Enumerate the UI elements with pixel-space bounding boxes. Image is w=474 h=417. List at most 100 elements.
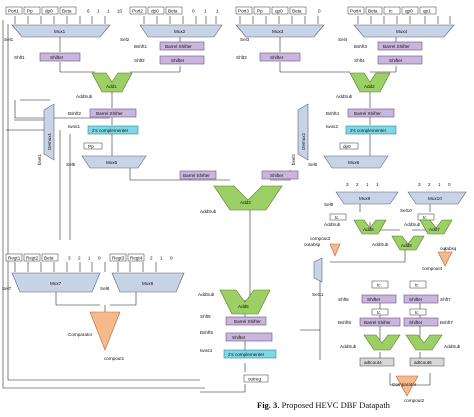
signal-shft5: Shft5 [200,314,211,319]
label-pp-mid: Pp [88,144,94,149]
select-11 [313,257,323,283]
label-qp0-4: qp0 [405,8,413,13]
add5-label: Add5 [238,304,249,309]
register-port3 [235,6,253,15]
register-qp0-4 [401,6,419,15]
register-regt4 [127,253,145,262]
label-adtcout4: adtcout4 [364,360,382,365]
mux-row-top: Mux1 Mux2 Mux3 Mux4 Sel1 Sel2 Sel3 Sel4 [4,24,455,42]
const-1h: 1 [88,256,91,261]
signal-bshft6: Bshft6 [338,320,351,325]
mux7 [11,272,101,293]
barrel-shifter-1 [159,41,205,51]
label-pp: Pp [27,8,33,13]
comparator-3 [329,243,341,257]
twos-complementer-1-label: 2's complementer [92,128,129,133]
adder-row-1: Add1 AddSub Add2 AddSub [76,72,391,99]
shifter-1 [39,52,81,62]
register-adtcout6 [409,357,445,367]
const-3a: 3 [346,182,349,187]
barrel-shifter-3-label: Barrel Shifter [96,111,123,116]
label-port1: Port1 [8,8,19,13]
caption-prefix: Fig. 3 [257,400,277,410]
mux3 [235,24,325,38]
shifter-8-label: Shifter [409,297,423,302]
const-0c: 0 [448,182,451,187]
shifter-7 [361,294,397,304]
register-row-top-2: Port3 Pp qp0 Beta 0 Port4 Beta tc qp0 qp… [235,6,437,15]
twos-complementer-2 [345,125,397,135]
register-tc-f [409,308,427,316]
label-beta-4: Beta [368,8,378,13]
const-3c: 3 [68,256,71,261]
mux9 [335,191,399,205]
label-dp0-2: dp0 [151,8,159,13]
const-1a: 1 [97,8,100,13]
register-beta-4 [365,6,383,15]
adder-add3 [213,185,283,211]
signal-sel2: Sel2 [120,37,130,42]
signal-sel3: Sel3 [240,37,250,42]
mux2 [139,24,223,38]
shifter-9 [403,317,439,327]
label-beta-3: Beta [292,8,302,13]
register-outreg [243,374,269,383]
signal-sel7: Sel7 [2,286,12,291]
const-1i: 1 [160,256,163,261]
barrel-shifter-7-label: Barrel Shifter [364,320,391,325]
const-2c: 2 [78,256,81,261]
signal-shft1: Shft1 [14,55,25,60]
signal-shft7: Shft7 [440,297,451,302]
comparator-2 [395,375,419,397]
signal-sel1: Sel1 [4,37,14,42]
register-qp1 [419,6,437,15]
label-beta-2: Beta [168,8,178,13]
register-pp-mid [83,142,103,150]
label-qp1: qp1 [423,8,431,13]
const-10: 10 [117,8,123,13]
add7-label: Add7 [429,227,440,232]
bottom-left-mux: Regt1 Regt2 Beta 3 2 1 0 Regt3 Regt4 2 1… [2,253,185,361]
barrel-shifter-6 [225,332,273,342]
register-regt1 [5,253,23,262]
shifter-2-label: Shifter [171,58,185,63]
signal-outabsq: outabsq [440,246,457,251]
signal-shft6: Shft6 [338,297,349,302]
register-row-top-1: Port1 Pp dp0 Beta 6 1 1 10 Port2 dp0 Bet… [5,6,219,15]
register-beta-3 [289,6,307,15]
adder-add6 [353,219,387,235]
signal-twos3: twos3 [200,348,212,353]
comparator-4 [437,251,453,267]
register-beta-b [41,253,59,262]
signal-sel10: Sel10 [400,208,412,213]
label-port4: Port4 [350,8,361,13]
adder-add4a [363,334,401,351]
shifter-9-label: Shifter [409,320,423,325]
signal-addsub-1: AddSub [76,94,93,99]
signal-twos1: twos1 [68,124,80,129]
shifter-4-label: Shifter [389,58,403,63]
add6-label: Add6 [363,227,374,232]
register-tc-a [329,213,347,221]
add1-label: Add1 [106,84,117,89]
demux2 [297,103,309,161]
register-pp-3 [253,6,271,15]
caption-body: . Proposed HEVC DBF Datapath [277,400,390,410]
label-regt4: Regt4 [130,256,143,261]
const-2a: 2 [356,182,359,187]
barrel-shifter-3 [89,108,137,118]
barrel-shifter-1-label: Barrel Shifter [165,44,192,49]
label-tc-f: tc [415,310,419,315]
signal-twos2: twos2 [326,124,338,129]
figure-caption: Fig. 3. Proposed HEVC DBF Datapath [257,400,391,410]
mux8 [111,272,185,293]
shifter-4 [377,55,423,65]
register-tc [383,6,401,15]
signal-addsub-6: AddSub [324,222,341,227]
mux7-label: Mux7 [50,281,62,286]
signal-bsel2: bsel2 [291,154,296,165]
const-1f: 1 [376,182,379,187]
comparator-1-label: Comparator [68,332,93,337]
demux1-label: Demux1 [47,132,52,150]
